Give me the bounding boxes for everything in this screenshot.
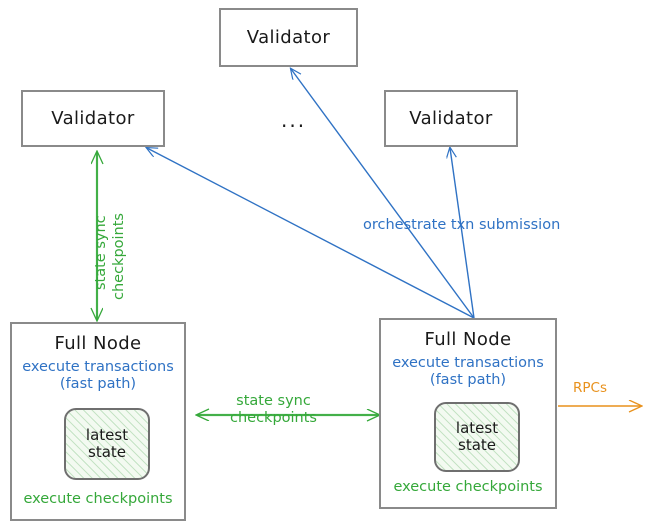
latest-state-line2: state — [458, 436, 496, 454]
edge-fullnode-to-validator-left — [147, 148, 475, 319]
full-node-execute-transactions: execute transactions (fast path) — [22, 359, 174, 393]
full-node-box-right[interactable]: Full Node execute transactions (fast pat… — [379, 318, 557, 509]
execute-checkpoints-text: execute checkpoints — [393, 479, 543, 495]
validator-box-left[interactable]: Validator — [21, 90, 165, 147]
validator-label: Validator — [51, 108, 135, 129]
validators-ellipsis: ... — [281, 108, 307, 132]
latest-state-chip[interactable]: latest state — [64, 408, 150, 480]
edge-fullnode-to-validator-right — [450, 148, 475, 319]
label-state-sync-checkpoints-horizontal: state sync checkpoints — [230, 393, 317, 427]
latest-state-line2: state — [88, 443, 126, 461]
full-node-title: Full Node — [424, 329, 512, 350]
full-node-title: Full Node — [54, 333, 142, 354]
validator-label: Validator — [246, 27, 331, 48]
validator-box-top[interactable]: Validator — [219, 8, 358, 67]
latest-state-line1: latest — [85, 425, 129, 444]
label-checkpoints-vertical: checkpoints — [111, 213, 127, 300]
label-orchestrate-txn-submission: orchestrate txn submission — [363, 217, 561, 233]
full-node-execute-transactions: execute transactions (fast path) — [392, 355, 544, 389]
label-rpcs: RPCs — [573, 380, 607, 396]
checkpoints-text: checkpoints — [230, 410, 317, 427]
execute-transactions-text: execute transactions — [392, 355, 544, 371]
full-node-box-left[interactable]: Full Node execute transactions (fast pat… — [10, 322, 186, 521]
execute-checkpoints-text: execute checkpoints — [23, 491, 173, 507]
validator-label: Validator — [409, 108, 493, 129]
label-state-sync-vertical: state sync — [93, 215, 109, 290]
latest-state-line1: latest — [455, 418, 499, 437]
validator-box-right[interactable]: Validator — [384, 90, 518, 147]
execute-transactions-text: execute transactions — [22, 359, 174, 375]
latest-state-chip[interactable]: latest state — [434, 402, 520, 472]
state-sync-text: state sync — [236, 393, 311, 409]
fast-path-text: (fast path) — [429, 372, 507, 389]
fast-path-text: (fast path) — [59, 376, 137, 393]
